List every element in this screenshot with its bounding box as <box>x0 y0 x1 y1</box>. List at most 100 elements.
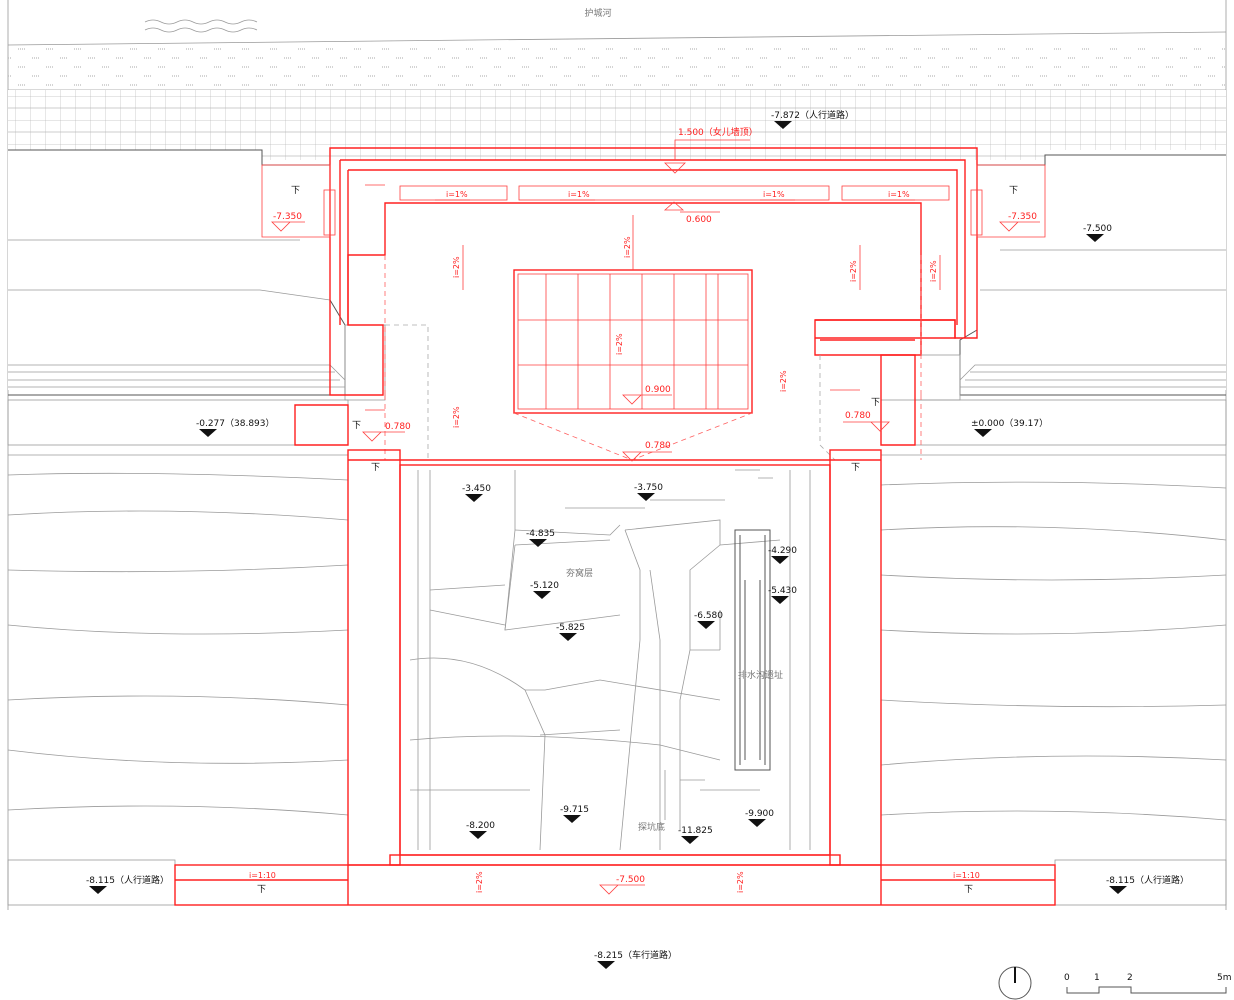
elevation-label: -3.750 <box>634 483 663 493</box>
elevation-triangle-icon <box>1086 234 1104 242</box>
elevation-marker: -5.825 <box>556 623 585 641</box>
elevation-marker: -3.450 <box>462 484 491 502</box>
pit-bottom-label: 探坑底 <box>638 821 665 833</box>
entry-right-level: 0.780 <box>845 411 871 421</box>
elevation-label: -11.825 <box>678 826 713 836</box>
slope-roof-4: i=1% <box>888 190 910 199</box>
rammed-layer-label: 夯窝层 <box>566 567 593 579</box>
slope-roof-2: i=1% <box>568 190 590 199</box>
bottom-center-level: -7.500 <box>616 875 645 885</box>
elevation-triangle-icon <box>559 633 577 641</box>
elevation-marker: -9.715 <box>560 805 589 823</box>
roof-level: 0.600 <box>686 215 712 225</box>
elevation-triangle-icon <box>771 556 789 564</box>
terrain-contours <box>7 454 1227 821</box>
elevation-triangle-icon <box>465 494 483 502</box>
river-area <box>7 0 1227 910</box>
elevation-triangle-icon <box>771 596 789 604</box>
down-label: 下 <box>352 421 361 431</box>
excavation-pit <box>347 449 882 866</box>
slope-v-right-low: i=2% <box>779 370 788 392</box>
slope-v-skylight: i=2% <box>615 333 624 355</box>
elevation-marker: -0.277（38.893） <box>196 418 275 437</box>
elevation-label: -8.200 <box>466 821 495 831</box>
elevation-triangle-icon <box>529 539 547 547</box>
elevation-marker: -9.900 <box>745 809 774 827</box>
elevation-triangle-icon <box>563 815 581 823</box>
slope-roof-3: i=1% <box>763 190 785 199</box>
scale-tick: 5m <box>1217 973 1232 983</box>
elevation-label: -9.900 <box>745 809 774 819</box>
elevation-triangle-icon <box>748 819 766 827</box>
stones <box>565 469 773 509</box>
slope-bottom-v-right: i=2% <box>736 871 745 893</box>
elevation-label: -8.115（人行道路） <box>86 874 169 886</box>
entry-left-level: 0.780 <box>385 422 411 432</box>
elevation-label: -5.120 <box>530 581 559 591</box>
scale-bar: 0 1 2 5m <box>1064 973 1232 994</box>
slope-ramp-left: i=1:10 <box>249 871 276 880</box>
skylight <box>348 255 922 461</box>
elevation-marker: -11.825 <box>678 826 713 844</box>
scale-tick: 1 <box>1094 973 1100 983</box>
elevation-label: -7.872（人行道路） <box>771 109 854 121</box>
elevation-triangle-icon <box>89 886 107 894</box>
down-label: 下 <box>1009 186 1018 196</box>
elevation-marker: -8.200 <box>466 821 495 839</box>
elevation-label: -4.835 <box>526 529 555 539</box>
entry-center-level: 0.780 <box>645 441 671 451</box>
down-labels: 下 下 下 下 下 下 下 下 <box>257 186 1018 895</box>
down-label: 下 <box>371 463 380 473</box>
elevation-triangle-icon <box>1109 886 1127 894</box>
side-left-level: -7.350 <box>273 212 302 222</box>
elevation-triangle-icon <box>637 493 655 501</box>
drain-site-label: 排水沟遗址 <box>738 669 783 681</box>
elevation-marker: -5.120 <box>530 581 559 599</box>
slope-v-right-top: i=2% <box>849 260 858 282</box>
north-arrow-icon <box>998 966 1032 1000</box>
elevation-triangle-icon <box>199 429 217 437</box>
elevation-label: -5.825 <box>556 623 585 633</box>
scale-tick: 0 <box>1064 973 1070 983</box>
slope-v-left-low: i=2% <box>452 406 461 428</box>
elevation-label: -5.430 <box>768 586 797 596</box>
slope-v-left-top: i=2% <box>452 256 461 278</box>
bottom-sidewalk <box>7 859 1227 906</box>
elevation-marker: -4.835 <box>526 529 555 547</box>
elevation-label: -8.215（车行道路） <box>594 949 677 961</box>
elevation-marker: -5.430 <box>768 586 797 604</box>
elevation-label: -9.715 <box>560 805 589 815</box>
elevation-label: -3.450 <box>462 484 491 494</box>
slope-roof-1: i=1% <box>446 190 468 199</box>
elevation-marker: -8.115（人行道路） <box>86 874 169 894</box>
elevation-triangle-icon <box>469 831 487 839</box>
red-level-labels: 1.500（女儿墙顶） 0.600 0.900 0.780 0.780 0.78… <box>271 126 1040 895</box>
down-label: 下 <box>291 186 300 196</box>
side-right-level: -7.350 <box>1008 212 1037 222</box>
slope-bottom-v-left: i=2% <box>475 871 484 893</box>
elevation-triangle-icon <box>681 836 699 844</box>
elevation-label: -7.500 <box>1083 224 1112 234</box>
elevation-marker: -8.115（人行道路） <box>1106 874 1189 894</box>
slope-v-far-right: i=2% <box>929 260 938 282</box>
elevation-marker: -8.215（车行道路） <box>594 949 677 969</box>
elevation-marker: ±0.000（39.17） <box>971 418 1048 437</box>
elevation-label: -4.290 <box>768 546 797 556</box>
elevation-label: -8.115（人行道路） <box>1106 874 1189 886</box>
slope-ramp-right: i=1:10 <box>953 871 980 880</box>
slope-labels: i=1% i=1% i=1% i=1% i=2% i=2% i=2% i=2% … <box>249 184 980 893</box>
elevation-marker: -7.500 <box>1083 224 1112 242</box>
elevation-markers: -7.872（人行道路） -7.500 -0.277（38.893） ±0.000（3… <box>86 109 1189 969</box>
left-building <box>7 149 386 446</box>
parapet-level: 1.500（女儿墙顶） <box>678 126 758 138</box>
elevation-triangle-icon <box>533 591 551 599</box>
elevation-triangle-icon <box>697 621 715 629</box>
skylight-level: 0.900 <box>645 385 671 395</box>
elevation-marker: -3.750 <box>634 483 663 501</box>
elevation-label: -0.277（38.893） <box>196 418 275 429</box>
slope-v-center-top: i=2% <box>623 236 632 258</box>
down-label: 下 <box>851 463 860 473</box>
right-building <box>880 150 1227 446</box>
down-label: 下 <box>964 885 973 895</box>
